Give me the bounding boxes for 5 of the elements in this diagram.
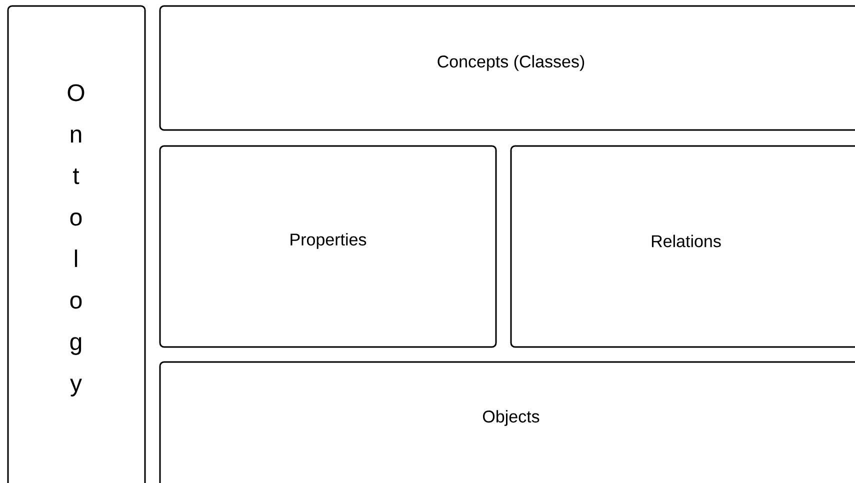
category-box: Relations — [510, 145, 855, 348]
category-box: Objects — [159, 361, 855, 483]
title-panel: Ontology — [7, 5, 146, 483]
category-box: Concepts (Classes) — [159, 5, 855, 131]
category-box: Properties — [159, 145, 497, 348]
